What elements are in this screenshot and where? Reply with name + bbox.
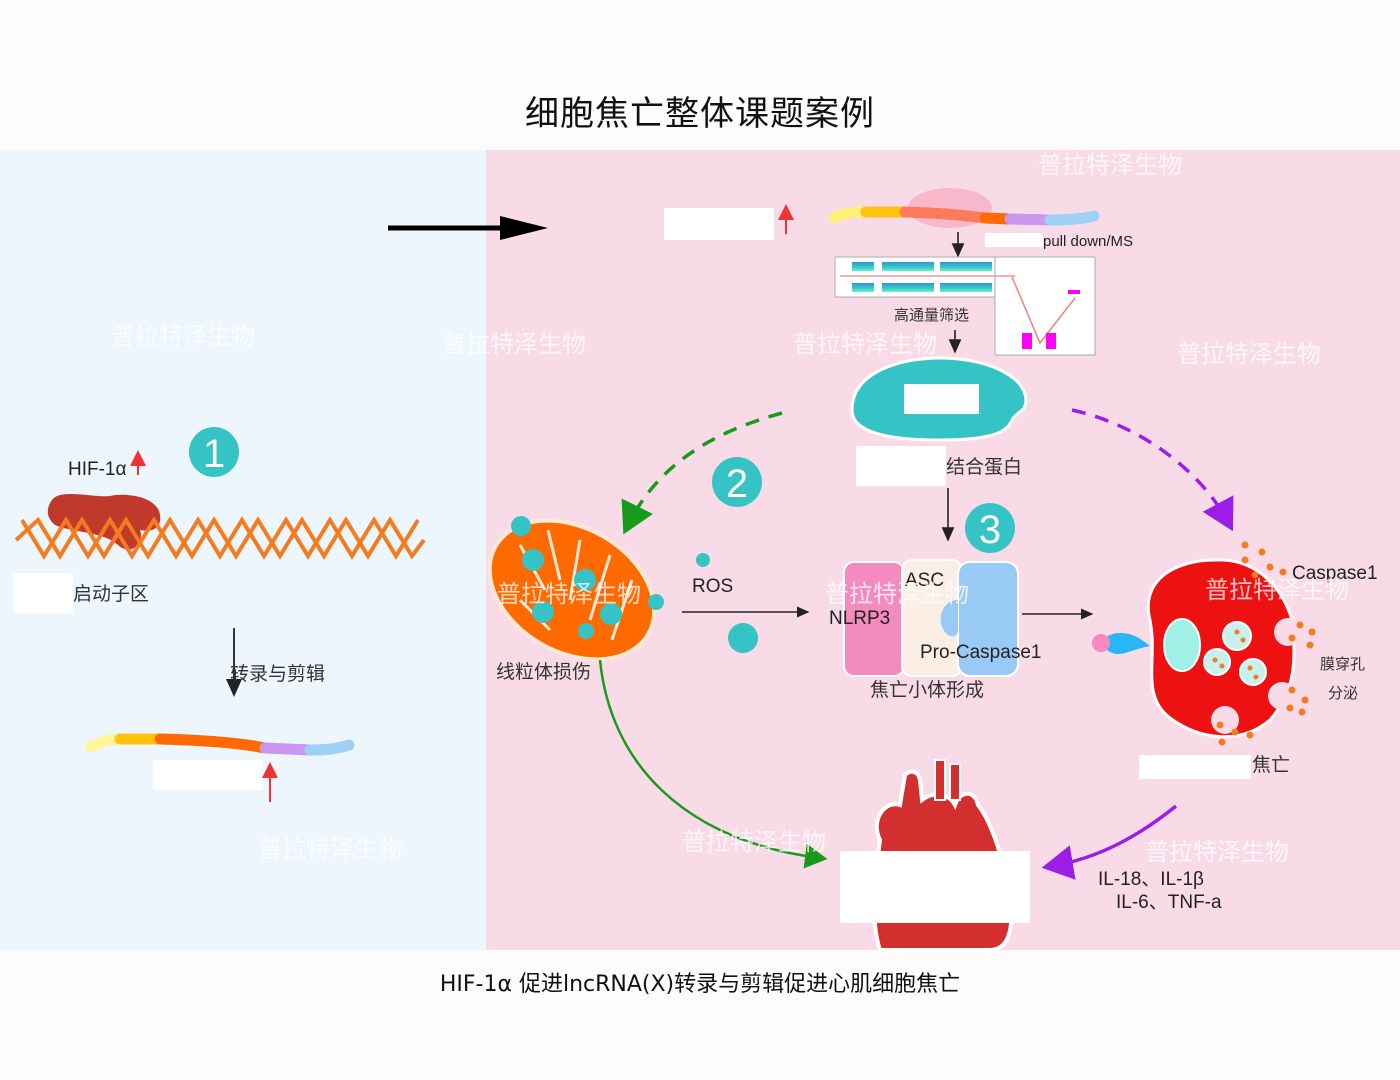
mitochondria-damage-label: 线粒体损伤 — [496, 661, 591, 683]
inflammasome-icon — [843, 559, 1019, 677]
watermark-text: 普拉特泽生物 — [442, 330, 586, 358]
page-title: 细胞焦亡整体课题案例 — [525, 94, 875, 134]
watermark-text: 普拉特泽生物 — [682, 828, 826, 856]
watermark-text: 普拉特泽生物 — [111, 322, 255, 350]
step-2-number: 2 — [726, 462, 748, 506]
main-flow-arrow — [388, 216, 548, 240]
left-panel — [0, 150, 486, 950]
step-3-badge: 3 — [965, 503, 1015, 553]
ros-label: ROS — [692, 576, 733, 597]
green-arrow-to-heart — [598, 659, 828, 869]
watermark-text: 普拉特泽生物 — [1205, 576, 1349, 604]
transcription-label: 转录与剪辑 — [230, 663, 325, 685]
lncrna-strand-icon — [84, 733, 355, 756]
watermark-text: 普拉特泽生物 — [793, 330, 937, 358]
watermark-text: 普拉特泽生物 — [258, 835, 402, 863]
watermark-text: 普拉特泽生物 — [825, 580, 969, 608]
pyroptosis-label: 焦亡 — [1252, 754, 1290, 776]
ros-particle-icon — [696, 553, 710, 567]
watermark-text: 普拉特泽生物 — [1038, 151, 1182, 179]
procaspase1-label: Pro-Caspase1 — [920, 642, 1041, 663]
figure-caption: HIF-1α 促进lncRNA(X)转录与剪辑促进心肌细胞焦亡 — [439, 972, 961, 997]
redaction-box — [856, 446, 946, 486]
cytokine-arrow — [1041, 804, 1178, 880]
step-2-badge: 2 — [712, 457, 762, 507]
redaction-box — [985, 233, 1043, 247]
screening-label: 高通量筛选 — [894, 306, 969, 324]
dashed-green-arrow — [621, 411, 783, 535]
redaction-box — [13, 573, 73, 613]
binding-protein-icon — [850, 356, 1028, 442]
watermark-text: 普拉特泽生物 — [1145, 838, 1289, 866]
screening-gel-icon — [834, 256, 1096, 356]
redaction-box — [153, 760, 263, 790]
hif1a-label: HIF-1α — [68, 459, 127, 480]
cytokines-line-1: IL-18、IL-1β — [1098, 869, 1204, 890]
nlrp3-label: NLRP3 — [829, 608, 890, 629]
hif1a-protein-icon — [47, 493, 161, 550]
step-1-number: 1 — [203, 432, 225, 476]
redaction-box — [664, 208, 774, 240]
watermark-text: 普拉特泽生物 — [497, 580, 641, 608]
membrane-pore-label: 膜穿孔 — [1320, 655, 1365, 673]
watermark-group: 普拉特泽生物 普拉特泽生物 普拉特泽生物 普拉特泽生物 普拉特泽生物 普拉特泽生… — [111, 151, 1349, 866]
promoter-label: 启动子区 — [73, 583, 149, 605]
step-3-number: 3 — [979, 508, 1001, 552]
binding-protein-label: 结合蛋白 — [946, 456, 1022, 478]
inflammasome-formation-label: 焦亡小体形成 — [870, 679, 984, 701]
ros-particle-icon — [728, 623, 758, 653]
caspase1-label: Caspase1 — [1292, 563, 1378, 584]
secretion-label: 分泌 — [1328, 684, 1358, 702]
rna-protein-complex-icon — [828, 188, 1100, 228]
redaction-box — [1139, 755, 1251, 779]
redaction-box — [840, 851, 1030, 923]
dna-helix-icon — [14, 516, 426, 560]
watermark-text: 普拉特泽生物 — [1177, 340, 1321, 368]
asc-label: ASC — [905, 570, 944, 591]
mitochondrion-icon — [487, 516, 664, 662]
pulldown-ms-label: pull down/MS — [1043, 233, 1133, 250]
cytokines-line-2: IL-6、TNF-a — [1116, 892, 1222, 913]
pyroptotic-cell-icon — [1092, 541, 1316, 746]
dashed-purple-arrow — [1071, 408, 1234, 532]
step-1-badge: 1 — [189, 427, 239, 477]
